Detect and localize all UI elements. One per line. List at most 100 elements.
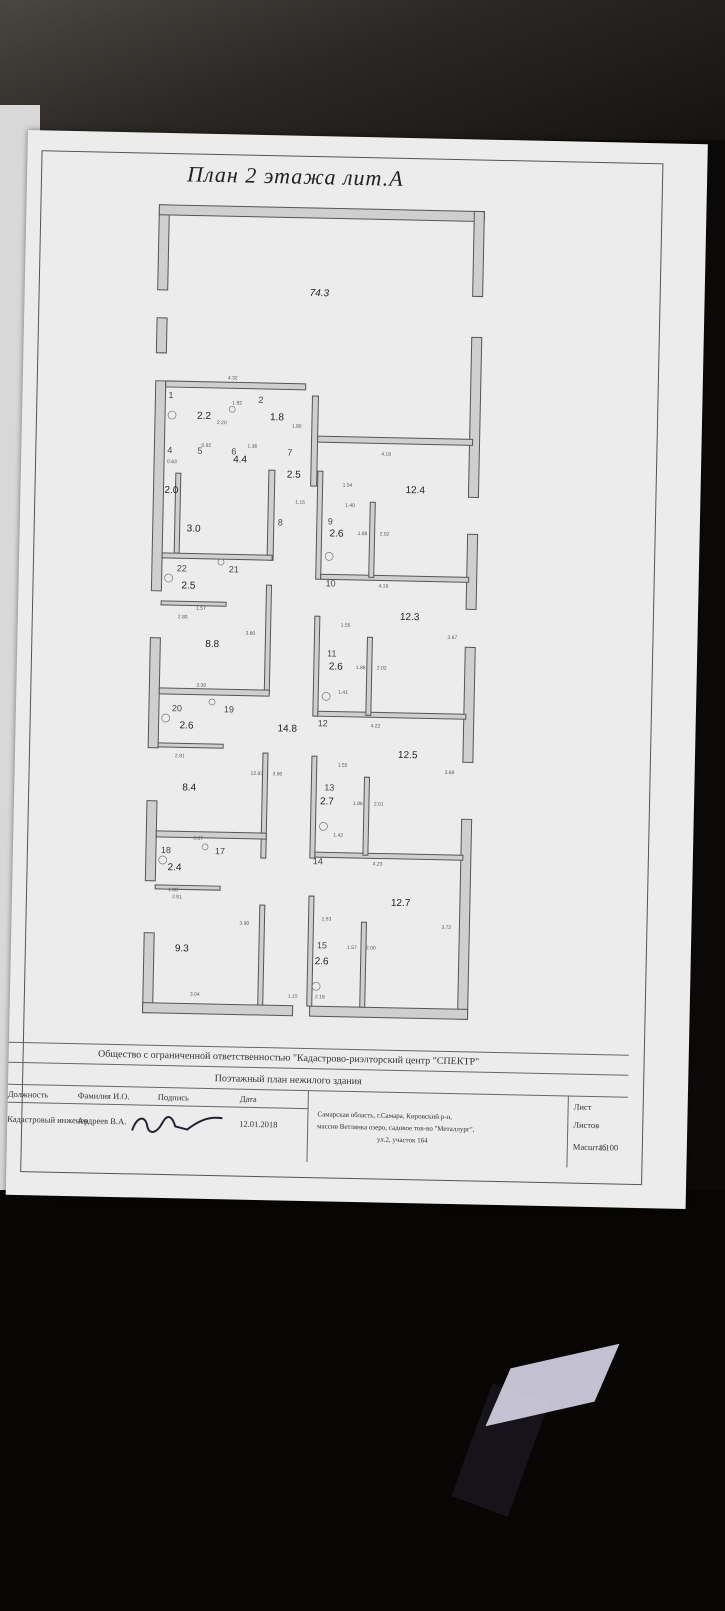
dimension: 3.90 xyxy=(272,771,282,777)
walls xyxy=(142,204,485,1020)
address-line-3: ул.2, участок 164 xyxy=(376,1135,428,1145)
dimension: 2.01 xyxy=(374,801,384,807)
room-number: 12 xyxy=(318,718,328,728)
room-area: 2.4 xyxy=(167,862,182,873)
wall xyxy=(465,533,479,610)
fixture-icon xyxy=(201,843,209,851)
room-number: 17 xyxy=(215,846,225,856)
wall xyxy=(467,336,483,499)
dimension: 3.80 xyxy=(245,631,255,637)
dimension: 1.55 xyxy=(341,623,351,629)
wall xyxy=(150,380,167,592)
room-number: 14 xyxy=(313,856,323,866)
dimension: 1.42 xyxy=(333,833,343,839)
wall xyxy=(317,710,467,720)
wall xyxy=(365,636,373,716)
dimension: 3.30 xyxy=(196,683,206,689)
wall xyxy=(306,895,315,1007)
wall xyxy=(260,752,269,859)
room-number: 8 xyxy=(278,517,283,527)
room-number: 13 xyxy=(324,782,334,792)
address-line-1: Самарская область, г.Самара, Кировский р… xyxy=(317,1110,453,1122)
room-area: 3.0 xyxy=(187,523,202,534)
room-area: 9.3 xyxy=(175,943,190,954)
room-number: 7 xyxy=(287,448,292,458)
dimension: 4.19 xyxy=(378,583,388,589)
room-number: 21 xyxy=(229,564,239,574)
room-number: 20 xyxy=(172,703,182,713)
fixture-icon xyxy=(217,558,225,566)
wall xyxy=(154,884,221,891)
dimension: 2.81 xyxy=(175,753,185,759)
wall xyxy=(155,317,168,354)
desk-surface xyxy=(0,0,725,140)
floor-plan-drawing: 74.3 2.2 1.8 2.0 4.4 2.5 3.0 12.4 2.6 12… xyxy=(142,204,485,1020)
fixture-icon xyxy=(311,981,321,991)
room-area: 2.7 xyxy=(320,796,335,807)
signature-image xyxy=(131,1116,223,1133)
wall xyxy=(368,501,376,578)
rule xyxy=(306,1090,309,1163)
dimension: 1.86 xyxy=(356,665,366,671)
wall xyxy=(312,615,321,717)
dimension: 4.22 xyxy=(371,723,381,729)
room-number: 2 xyxy=(258,395,263,405)
rule xyxy=(7,1101,308,1110)
address-line-2: массив Ветлянка озеро, садовое тов-во "М… xyxy=(317,1122,475,1134)
fixture-icon xyxy=(161,713,171,723)
dimension: 2.19 xyxy=(315,994,325,1000)
room-area: 2.2 xyxy=(197,411,212,422)
dimension: 1.40 xyxy=(345,503,355,509)
dimension: 1.54 xyxy=(343,483,353,489)
dimension: 1.88 xyxy=(168,887,178,893)
room-area: 2.5 xyxy=(181,580,196,591)
wall xyxy=(144,800,158,882)
column-position: Должность xyxy=(7,1088,49,1100)
fixture-icon xyxy=(208,698,216,706)
dimension: 1.41 xyxy=(338,690,348,696)
room-area: 8.4 xyxy=(182,782,197,793)
room-number: 4 xyxy=(167,445,172,455)
wall xyxy=(308,1005,469,1020)
fixture-icon xyxy=(228,405,236,413)
dimension: 1.57 xyxy=(196,606,206,612)
dimension: 3.72 xyxy=(441,925,451,931)
wall xyxy=(472,210,485,298)
fixture-icon xyxy=(321,692,331,701)
room-area: 2.6 xyxy=(315,956,330,967)
dimension: 1.80 xyxy=(292,424,302,430)
wall xyxy=(157,204,170,291)
wall xyxy=(263,584,273,694)
room-area: 12.7 xyxy=(391,898,411,909)
wall xyxy=(142,932,155,1014)
room-area: 1.8 xyxy=(270,412,285,423)
wall xyxy=(309,755,318,859)
dimension: 1.86 xyxy=(353,801,363,807)
wall xyxy=(165,380,307,391)
rule xyxy=(566,1095,569,1168)
wall xyxy=(456,818,473,1020)
wall xyxy=(320,573,470,583)
room-area: 12.4 xyxy=(405,485,425,496)
wall xyxy=(462,646,476,763)
wall xyxy=(158,204,485,223)
wall xyxy=(142,1002,294,1017)
dimension: 1.55 xyxy=(338,763,348,769)
dimension: 1.53 xyxy=(321,916,331,922)
signing-date: 12.01.2018 xyxy=(239,1118,278,1130)
dimension: 4.19 xyxy=(381,451,391,457)
title-block: Общество с ограниченной ответственностью… xyxy=(0,1041,645,1175)
wall xyxy=(155,830,267,840)
room-number: 5 xyxy=(197,446,202,456)
room-number: 19 xyxy=(224,704,234,714)
room-area-labels: 74.3 2.2 1.8 2.0 4.4 2.5 3.0 12.4 2.6 12… xyxy=(164,288,425,968)
dimension: 2.81 xyxy=(172,894,182,900)
room-area: 2.0 xyxy=(164,485,179,496)
fixture-icon xyxy=(158,855,168,865)
fixture-icon xyxy=(164,573,173,583)
dimension: 1.57 xyxy=(347,945,357,951)
room-number: 15 xyxy=(317,940,327,950)
room-number: 18 xyxy=(161,845,171,855)
column-date: Дата xyxy=(239,1093,257,1105)
dimension: 3.07 xyxy=(193,836,203,842)
